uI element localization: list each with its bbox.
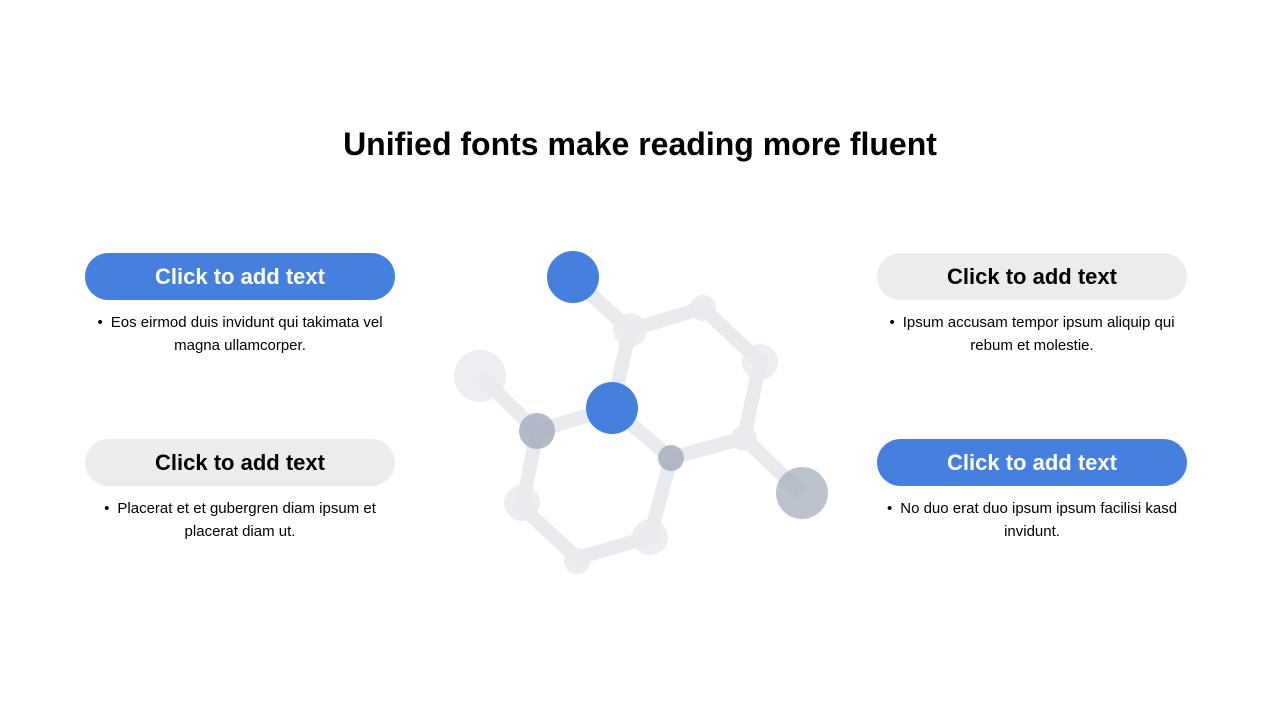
atom-circle [731, 425, 757, 451]
molecule-illustration [454, 251, 828, 574]
atom-circle [658, 445, 684, 471]
atom-circle-accent [586, 382, 638, 434]
description[interactable]: • No duo erat duo ipsum ipsum facilisi ka… [877, 497, 1187, 543]
bullet-icon: • [104, 500, 110, 517]
text-block-top-right: Click to add text • Ipsum accusam tempor … [877, 253, 1187, 357]
atom-circle [504, 485, 540, 521]
atom-circle [776, 467, 828, 519]
heading-pill[interactable]: Click to add text [85, 253, 395, 300]
atom-circle [454, 350, 506, 402]
description-text: Eos eirmod duis invidunt qui takimata ve… [110, 314, 383, 354]
atom-circle [613, 313, 647, 347]
description[interactable]: • Ipsum accusam tempor ipsum aliquip qui … [877, 311, 1187, 357]
atom-circle-accent [547, 251, 599, 303]
text-block-bottom-right: Click to add text • No duo erat duo ipsum… [877, 439, 1187, 543]
description-text: Ipsum accusam tempor ipsum aliquip qui r… [902, 314, 1175, 354]
heading-pill[interactable]: Click to add text [85, 439, 395, 486]
atom-circle [519, 413, 555, 449]
bullet-icon: • [886, 500, 893, 517]
bullet-icon: • [97, 314, 103, 331]
slide-title[interactable]: Unified fonts make reading more fluent [343, 126, 937, 162]
description-text: Placerat et et gubergren diam ipsum et p… [117, 500, 376, 540]
text-block-bottom-left: Click to add text • Placerat et et guberg… [85, 439, 395, 543]
description[interactable]: • Placerat et et gubergren diam ipsum et … [85, 497, 395, 543]
text-block-top-left: Click to add text • Eos eirmod duis invid… [85, 253, 395, 357]
atom-circle [690, 295, 716, 321]
atom-circle [742, 344, 778, 380]
atom-circle [564, 548, 590, 574]
description[interactable]: • Eos eirmod duis invidunt qui takimata v… [85, 311, 395, 357]
heading-pill[interactable]: Click to add text [877, 253, 1187, 300]
bullet-icon: • [889, 314, 895, 331]
description-text: No duo erat duo ipsum ipsum facilisi kas… [900, 500, 1178, 540]
atom-group [454, 251, 828, 574]
heading-pill[interactable]: Click to add text [877, 439, 1187, 486]
atom-circle [632, 519, 668, 555]
